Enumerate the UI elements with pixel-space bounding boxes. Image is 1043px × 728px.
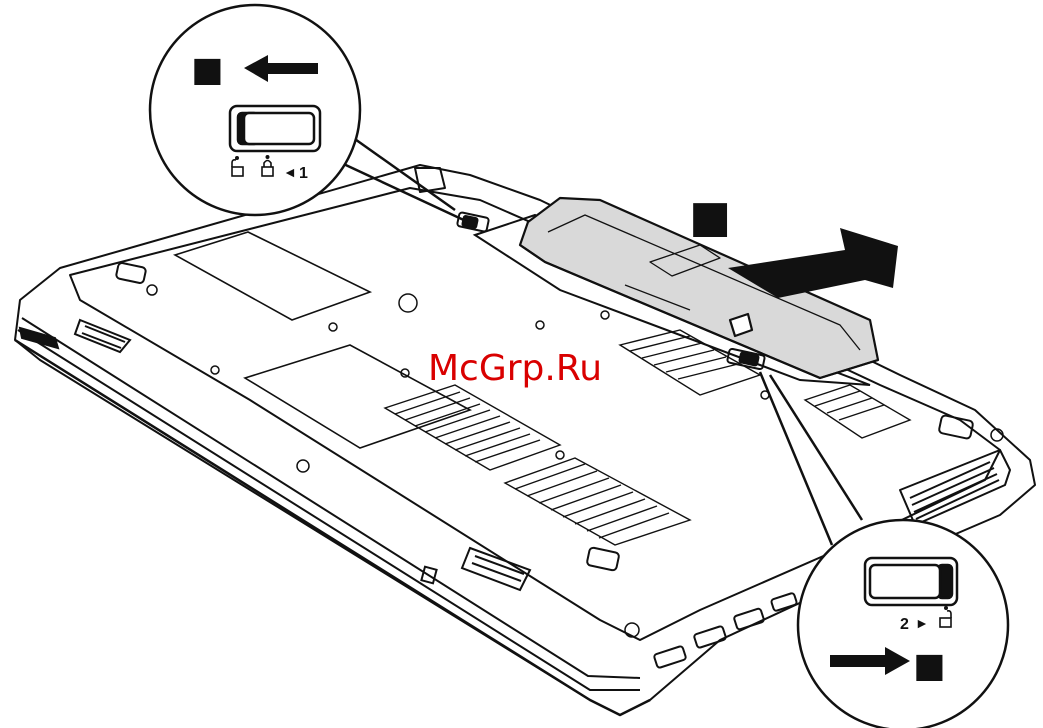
callout-1-step-marker: ■: [191, 40, 224, 100]
bottom-edge-ports: [421, 548, 797, 668]
callout-2-indicator-number: 2: [900, 616, 909, 633]
watermark-text: McGrp.Ru: [428, 348, 602, 389]
callout-2-indicator-glyph: ►: [915, 615, 929, 631]
battery-latch-1: [457, 212, 489, 232]
battery-step-marker: ■: [689, 178, 731, 256]
callout-2-step-marker: ■: [913, 636, 946, 696]
callout-2-slide-switch: [865, 558, 957, 605]
left-port: [20, 320, 130, 352]
callout-1-indicator-number: 1: [299, 165, 308, 182]
access-covers: [175, 232, 470, 448]
callout-1-indicator-glyph: ◄: [283, 164, 297, 180]
callout-1-slide-switch: [230, 106, 320, 151]
callout-bottom-right: 2 ► ■: [760, 372, 1008, 728]
